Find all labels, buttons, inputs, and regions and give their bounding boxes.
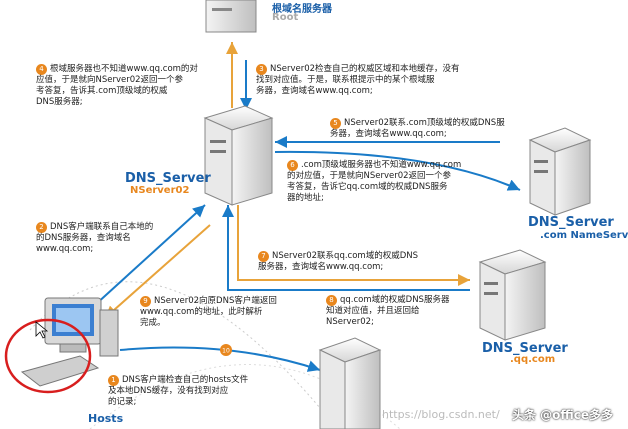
step-4-text: 根域服务器也不知道www.qq.com的对 应值，于是就向NServer02返回… <box>36 64 198 107</box>
root-server-sub: Root <box>272 12 299 23</box>
step-10-badge <box>220 344 232 356</box>
step-4-badge: 4 <box>36 64 47 75</box>
step-6-badge: 6 <box>287 160 298 171</box>
client-computer-icon <box>20 297 119 387</box>
com-server-icon <box>528 127 592 216</box>
step-2-badge: 2 <box>36 222 47 233</box>
step-10-num: 10 <box>222 348 230 355</box>
nserver02-sub-label: NServer02 <box>130 185 190 196</box>
step-6-text: .com顶级域服务器也不知道www.qq.com 的对应值，于是就向NServe… <box>287 160 462 203</box>
step-1-badge: 1 <box>108 375 119 386</box>
cursor-icon <box>35 321 49 339</box>
step-5-text: NServer02联系.com顶级域的权威DNS服 务器，查询域名www.qq.… <box>330 118 505 139</box>
step-9-badge: 9 <box>140 296 151 307</box>
hosts-server-icon <box>318 337 382 429</box>
step-7-text: NServer02联系qq.com域的权威DNS 服务器，查询域名www.qq.… <box>258 251 418 272</box>
credit-label: 头条 @office多多 <box>512 408 614 422</box>
root-server-icon <box>205 0 257 33</box>
arrow-step-7 <box>237 205 470 286</box>
step-2-text: DNS客户端联系自己本地的 的DNS服务器，查询域名 www.qq.com; <box>36 222 154 254</box>
arrow-step-8 <box>222 205 470 291</box>
client-highlight-circle <box>4 318 92 394</box>
qq-server-label: DNS_Server <box>482 341 568 356</box>
nserver02-label: DNS_Server <box>125 171 211 186</box>
nserver02-server-icon <box>203 105 274 206</box>
step-3-text: NServer02检查自己的权威区域和本地缓存，没有 找到对应值。于是，联系根提… <box>256 64 460 96</box>
arrow-step-9 <box>104 224 211 319</box>
root-server-name: 根域名服务器 <box>272 4 332 15</box>
step-6-note: 6.com顶级域服务器也不知道www.qq.com 的对应值，于是就向NServ… <box>287 160 502 204</box>
com-server-label: DNS_Server <box>528 215 614 230</box>
arrow-step-2 <box>94 204 206 306</box>
qq-server-sub-label: .qq.com <box>510 354 556 365</box>
qq-server-icon <box>478 249 547 341</box>
watermark-url: https://blog.csdn.net/ <box>382 408 500 421</box>
step-5-badge: 5 <box>330 118 341 129</box>
zone-arc <box>29 281 331 421</box>
step-9-text: NServer02向原DNS客户端返回 www.qq.com的地址，此时解析 完… <box>140 296 277 328</box>
com-server-sub-label: .com NameServe <box>540 230 628 241</box>
step-3-badge: 3 <box>256 64 267 75</box>
arrow-step-6 <box>274 150 521 191</box>
zone-arc <box>89 364 401 429</box>
client-hosts-label: Hosts <box>88 412 124 425</box>
step-8-text: qq.com域的权威DNS服务器 知道对应值，并且返回给 NServer02; <box>326 295 450 327</box>
step-7-badge: 7 <box>258 251 269 262</box>
step-8-badge: 8 <box>326 295 337 306</box>
step-1-text: DNS客户端检查自己的hosts文件 及本地DNS缓存，没有找到对应 的记录; <box>108 375 249 407</box>
